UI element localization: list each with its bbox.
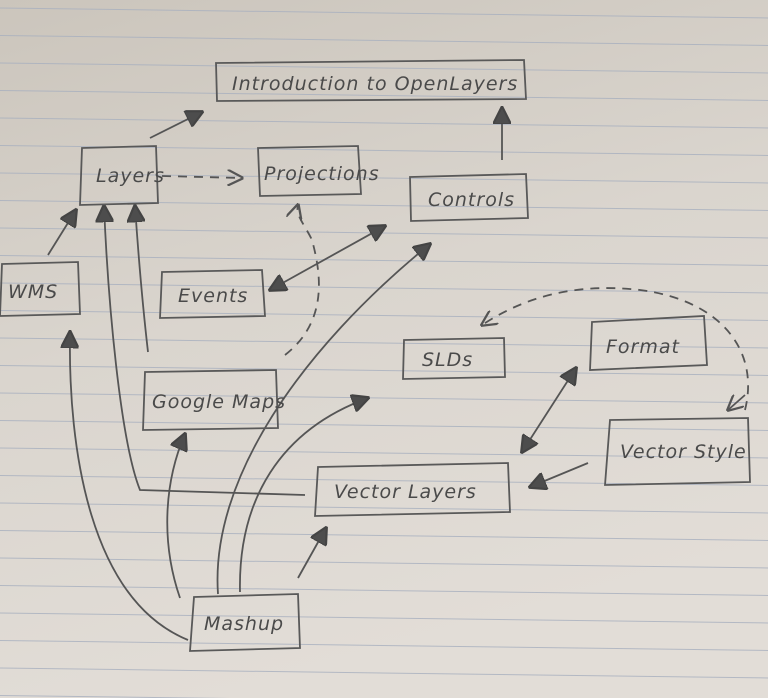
ruled-line: [0, 585, 768, 596]
edge-mashup-to-vectorlayers: [297, 528, 326, 579]
ruled-line: [0, 62, 768, 74]
ruled-line: [0, 7, 768, 19]
ruled-line: [0, 695, 231, 698]
edge-layers-to-intro: [149, 112, 202, 139]
node-wms: WMS: [0, 261, 81, 317]
node-label: Vector Style: [620, 441, 747, 463]
node-controls: Controls: [409, 173, 529, 222]
edge-vectorstyle-to-vectorlayers: [530, 462, 589, 487]
ruled-line: [0, 90, 768, 101]
ruled-line: [0, 172, 768, 184]
node-projections: Projections: [257, 145, 380, 197]
edge-vectorlayers-to-layers: [104, 206, 306, 496]
node-label: Format: [606, 336, 681, 358]
node-label: Vector Layers: [334, 481, 477, 503]
node-google-maps: Google Maps: [142, 369, 286, 431]
node-label: SLDs: [422, 349, 473, 371]
edge-mashup-to-controls: [216, 244, 430, 595]
edge-format-vectorlayers: [522, 368, 576, 452]
node-events: Events: [159, 269, 266, 319]
edge-mashup-to-slds: [239, 398, 368, 593]
node-label: Events: [178, 285, 248, 307]
ruled-line: [0, 35, 768, 46]
node-vector-style: Vector Style: [604, 417, 751, 486]
node-label: Google Maps: [152, 391, 286, 413]
edge-events-controls: [270, 226, 385, 290]
node-label: WMS: [8, 281, 58, 303]
ruled-line: [0, 337, 768, 349]
node-label: Mashup: [204, 613, 284, 635]
node-mashup: Mashup: [189, 593, 301, 652]
node-vector-layers: Vector Layers: [314, 462, 511, 517]
ruled-line: [0, 612, 768, 624]
edge-wms-to-layers: [47, 210, 76, 256]
node-format: Format: [589, 315, 708, 371]
ruled-line: [0, 557, 768, 569]
edge-mashup-to-wms: [70, 332, 189, 641]
ruled-line: [0, 640, 768, 651]
node-label: Projections: [264, 163, 380, 185]
edges: [47, 108, 750, 641]
ruled-line: [0, 117, 768, 129]
ruled-line: [0, 530, 768, 541]
node-label: Introduction to OpenLayers: [232, 73, 518, 95]
node-layers: Layers: [79, 145, 165, 206]
edge-dashed-vectorstyle-to-slds: [482, 287, 750, 411]
node-label: Controls: [428, 189, 515, 211]
ruled-line: [0, 667, 768, 679]
edge-googlemaps-to-layers: [135, 206, 149, 353]
edge-layers-to-projections: [161, 176, 242, 178]
edge-arrow-to-vectorstyle: [728, 395, 746, 410]
node-label: Layers: [96, 165, 165, 187]
node-intro: Introduction to OpenLayers: [215, 59, 527, 102]
edge-mashup-to-googlemaps: [166, 434, 185, 599]
ruled-line: [0, 392, 768, 404]
ruled-line: [0, 365, 768, 376]
node-slds: SLDs: [402, 337, 506, 380]
ruled-line: [0, 420, 768, 431]
ruled-line: [0, 502, 768, 514]
ruled-line: [0, 200, 768, 211]
